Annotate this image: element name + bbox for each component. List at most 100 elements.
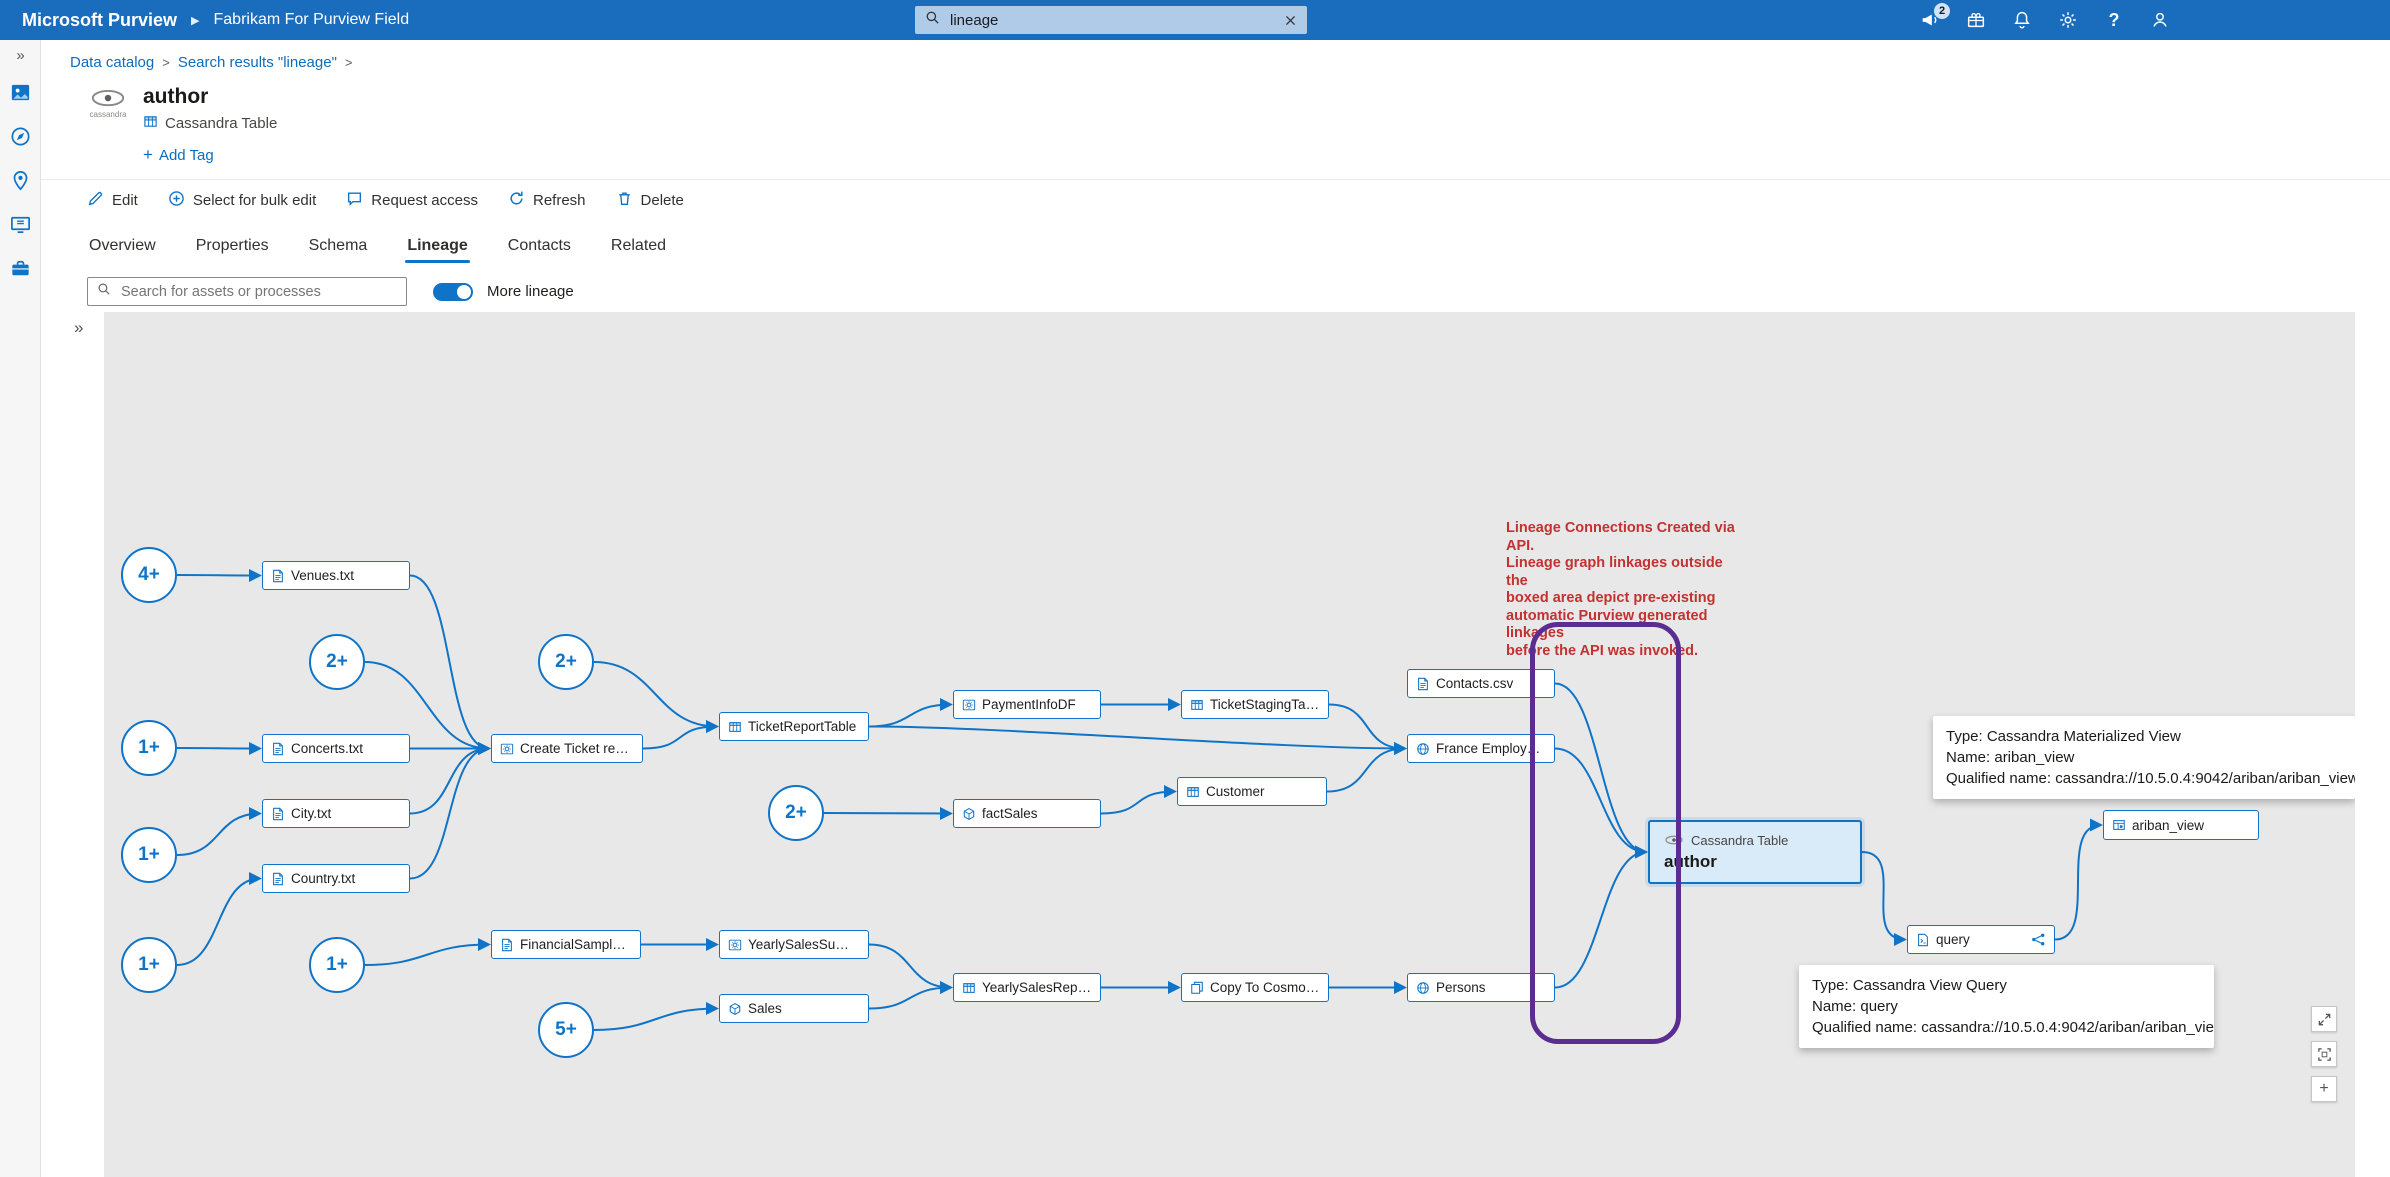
nav-expand-icon[interactable]: » [16, 46, 25, 64]
lineage-node-createTicket[interactable]: Create Ticket report... [491, 734, 643, 763]
lineage-edge [1326, 742, 1407, 793]
edit-button[interactable]: Edit [87, 190, 138, 211]
lineage-node-persons[interactable]: Persons [1407, 973, 1555, 1002]
feedback-person-icon[interactable] [2148, 8, 2172, 32]
lineage-edge [176, 741, 262, 755]
refresh-icon [508, 190, 525, 211]
search-clear-icon[interactable] [1284, 14, 1297, 27]
lineage-edge [1554, 682, 1648, 859]
breadcrumb-separator-icon: > [162, 55, 170, 70]
lineage-node-sales[interactable]: Sales [719, 994, 869, 1023]
global-search-input[interactable] [948, 10, 1276, 30]
pencil-icon [87, 190, 104, 211]
delete-button[interactable]: Delete [616, 190, 684, 211]
lineage-node-factSales[interactable]: factSales [953, 799, 1101, 828]
plus-icon: + [143, 145, 153, 164]
app-brand[interactable]: Microsoft Purview [22, 9, 178, 30]
breadcrumb-data-catalog[interactable]: Data catalog [70, 54, 155, 71]
tab-properties[interactable]: Properties [195, 237, 269, 254]
lineage-node-venues[interactable]: Venues.txt [262, 561, 410, 590]
process-gear-icon [500, 743, 514, 754]
left-nav-rail: » [0, 40, 41, 1177]
tab-lineage[interactable]: Lineage [405, 231, 471, 265]
lineage-edge [1554, 747, 1648, 859]
breadcrumb-search-results[interactable]: Search results "lineage" [177, 54, 337, 71]
lineage-badge-b1c[interactable]: 1+ [121, 937, 177, 993]
dataset-icon [963, 807, 975, 820]
asset-header: cassandra author Cassandra Table + Add T… [41, 77, 2390, 165]
lineage-badge-b2c[interactable]: 2+ [768, 785, 824, 841]
lineage-search-box[interactable] [87, 277, 407, 306]
tab-schema[interactable]: Schema [308, 237, 368, 254]
lineage-node-paymentInfoDF[interactable]: PaymentInfoDF [953, 690, 1101, 719]
request-access-button[interactable]: Request access [346, 190, 478, 211]
cosmosdb-globe-icon [1417, 981, 1429, 994]
lineage-node-aribanView[interactable]: ariban_view [2103, 810, 2259, 840]
nav-data-catalog-icon[interactable] [0, 70, 41, 114]
tab-related[interactable]: Related [610, 237, 667, 254]
bulk-edit-label: Select for bulk edit [192, 192, 317, 209]
lineage-node-copyToCosmos[interactable]: Copy To CosmosDB [1181, 973, 1329, 1002]
tenant-name[interactable]: Fabrikam For Purview Field [213, 11, 410, 28]
lineage-edge [823, 806, 953, 820]
lineage-badge-b1b[interactable]: 1+ [121, 827, 177, 883]
lineage-badge-b2a[interactable]: 2+ [309, 634, 365, 690]
lineage-node-concerts[interactable]: Concerts.txt [262, 734, 410, 763]
lineage-node-country[interactable]: Country.txt [262, 864, 410, 893]
lineage-edge [593, 661, 719, 733]
help-icon[interactable]: ? [2108, 9, 2120, 30]
circle-plus-icon [168, 190, 185, 211]
notifications-bell-icon[interactable] [2010, 8, 2034, 32]
zoom-in-icon[interactable]: + [2311, 1076, 2337, 1102]
lineage-badge-b1a[interactable]: 1+ [121, 720, 177, 776]
settings-gear-icon[interactable] [2056, 8, 2080, 32]
lineage-edge [868, 981, 953, 1010]
lineage-badge-b4[interactable]: 4+ [121, 547, 177, 603]
lineage-node-contactsCsv[interactable]: Contacts.csv [1407, 669, 1555, 698]
lineage-edge [1328, 703, 1407, 755]
lineage-edge [409, 574, 491, 755]
file-icon [273, 742, 283, 755]
nav-sources-pin-icon[interactable] [0, 158, 41, 202]
file-icon [1418, 677, 1428, 690]
add-tag-button[interactable]: + Add Tag [143, 145, 214, 165]
canvas-zoom-controls: + [2311, 1006, 2337, 1102]
lineage-edge [1100, 785, 1177, 815]
lineage-node-customer[interactable]: Customer [1177, 777, 1327, 806]
lineage-node-ticketReportTable[interactable]: TicketReportTable [719, 712, 869, 741]
file-icon [273, 569, 283, 582]
more-lineage-toggle[interactable] [433, 282, 473, 301]
lineage-node-city[interactable]: City.txt [262, 799, 410, 828]
lineage-node-franceEmployee[interactable]: France Employee... [1407, 734, 1555, 763]
lineage-node-ticketStagingTable[interactable]: TicketStagingTable [1181, 690, 1329, 719]
refresh-button[interactable]: Refresh [508, 190, 586, 211]
file-icon [502, 938, 512, 951]
lineage-node-yearlySalesReport[interactable]: YearlySalesReport [953, 973, 1101, 1002]
copy-process-icon [1191, 981, 1203, 994]
topbar-icons: 2 ? [1918, 0, 2172, 40]
dataset-icon [729, 1002, 741, 1015]
lineage-badge-b1d[interactable]: 1+ [309, 937, 365, 993]
lineage-search-input[interactable] [119, 282, 397, 301]
lineage-badge-b2b[interactable]: 2+ [538, 634, 594, 690]
global-search-box[interactable] [915, 6, 1307, 34]
nav-data-map-icon[interactable] [0, 114, 41, 158]
canvas-collapse-icon[interactable]: » [74, 318, 84, 337]
bulk-edit-button[interactable]: Select for bulk edit [168, 190, 316, 211]
tab-contacts[interactable]: Contacts [507, 237, 571, 254]
lineage-node-yearlySalesSummary[interactable]: YearlySalesSummary... [719, 930, 869, 959]
guided-tour-icon[interactable] [1964, 8, 1988, 32]
lineage-node-query[interactable]: query [1907, 925, 2055, 954]
notification-badge: 2 [1934, 3, 1950, 19]
fullscreen-icon[interactable] [2311, 1006, 2337, 1032]
nav-management-icon[interactable] [0, 202, 41, 246]
lineage-badge-b5[interactable]: 5+ [538, 1002, 594, 1058]
announcements-icon[interactable]: 2 [1918, 3, 1950, 32]
lineage-node-financialSample[interactable]: FinancialSample.csv [491, 930, 641, 959]
nav-business-icon[interactable] [0, 246, 41, 290]
tab-overview[interactable]: Overview [89, 237, 156, 254]
fit-to-screen-icon[interactable] [2311, 1041, 2337, 1067]
cassandra-logo-caption: cassandra [89, 110, 127, 119]
